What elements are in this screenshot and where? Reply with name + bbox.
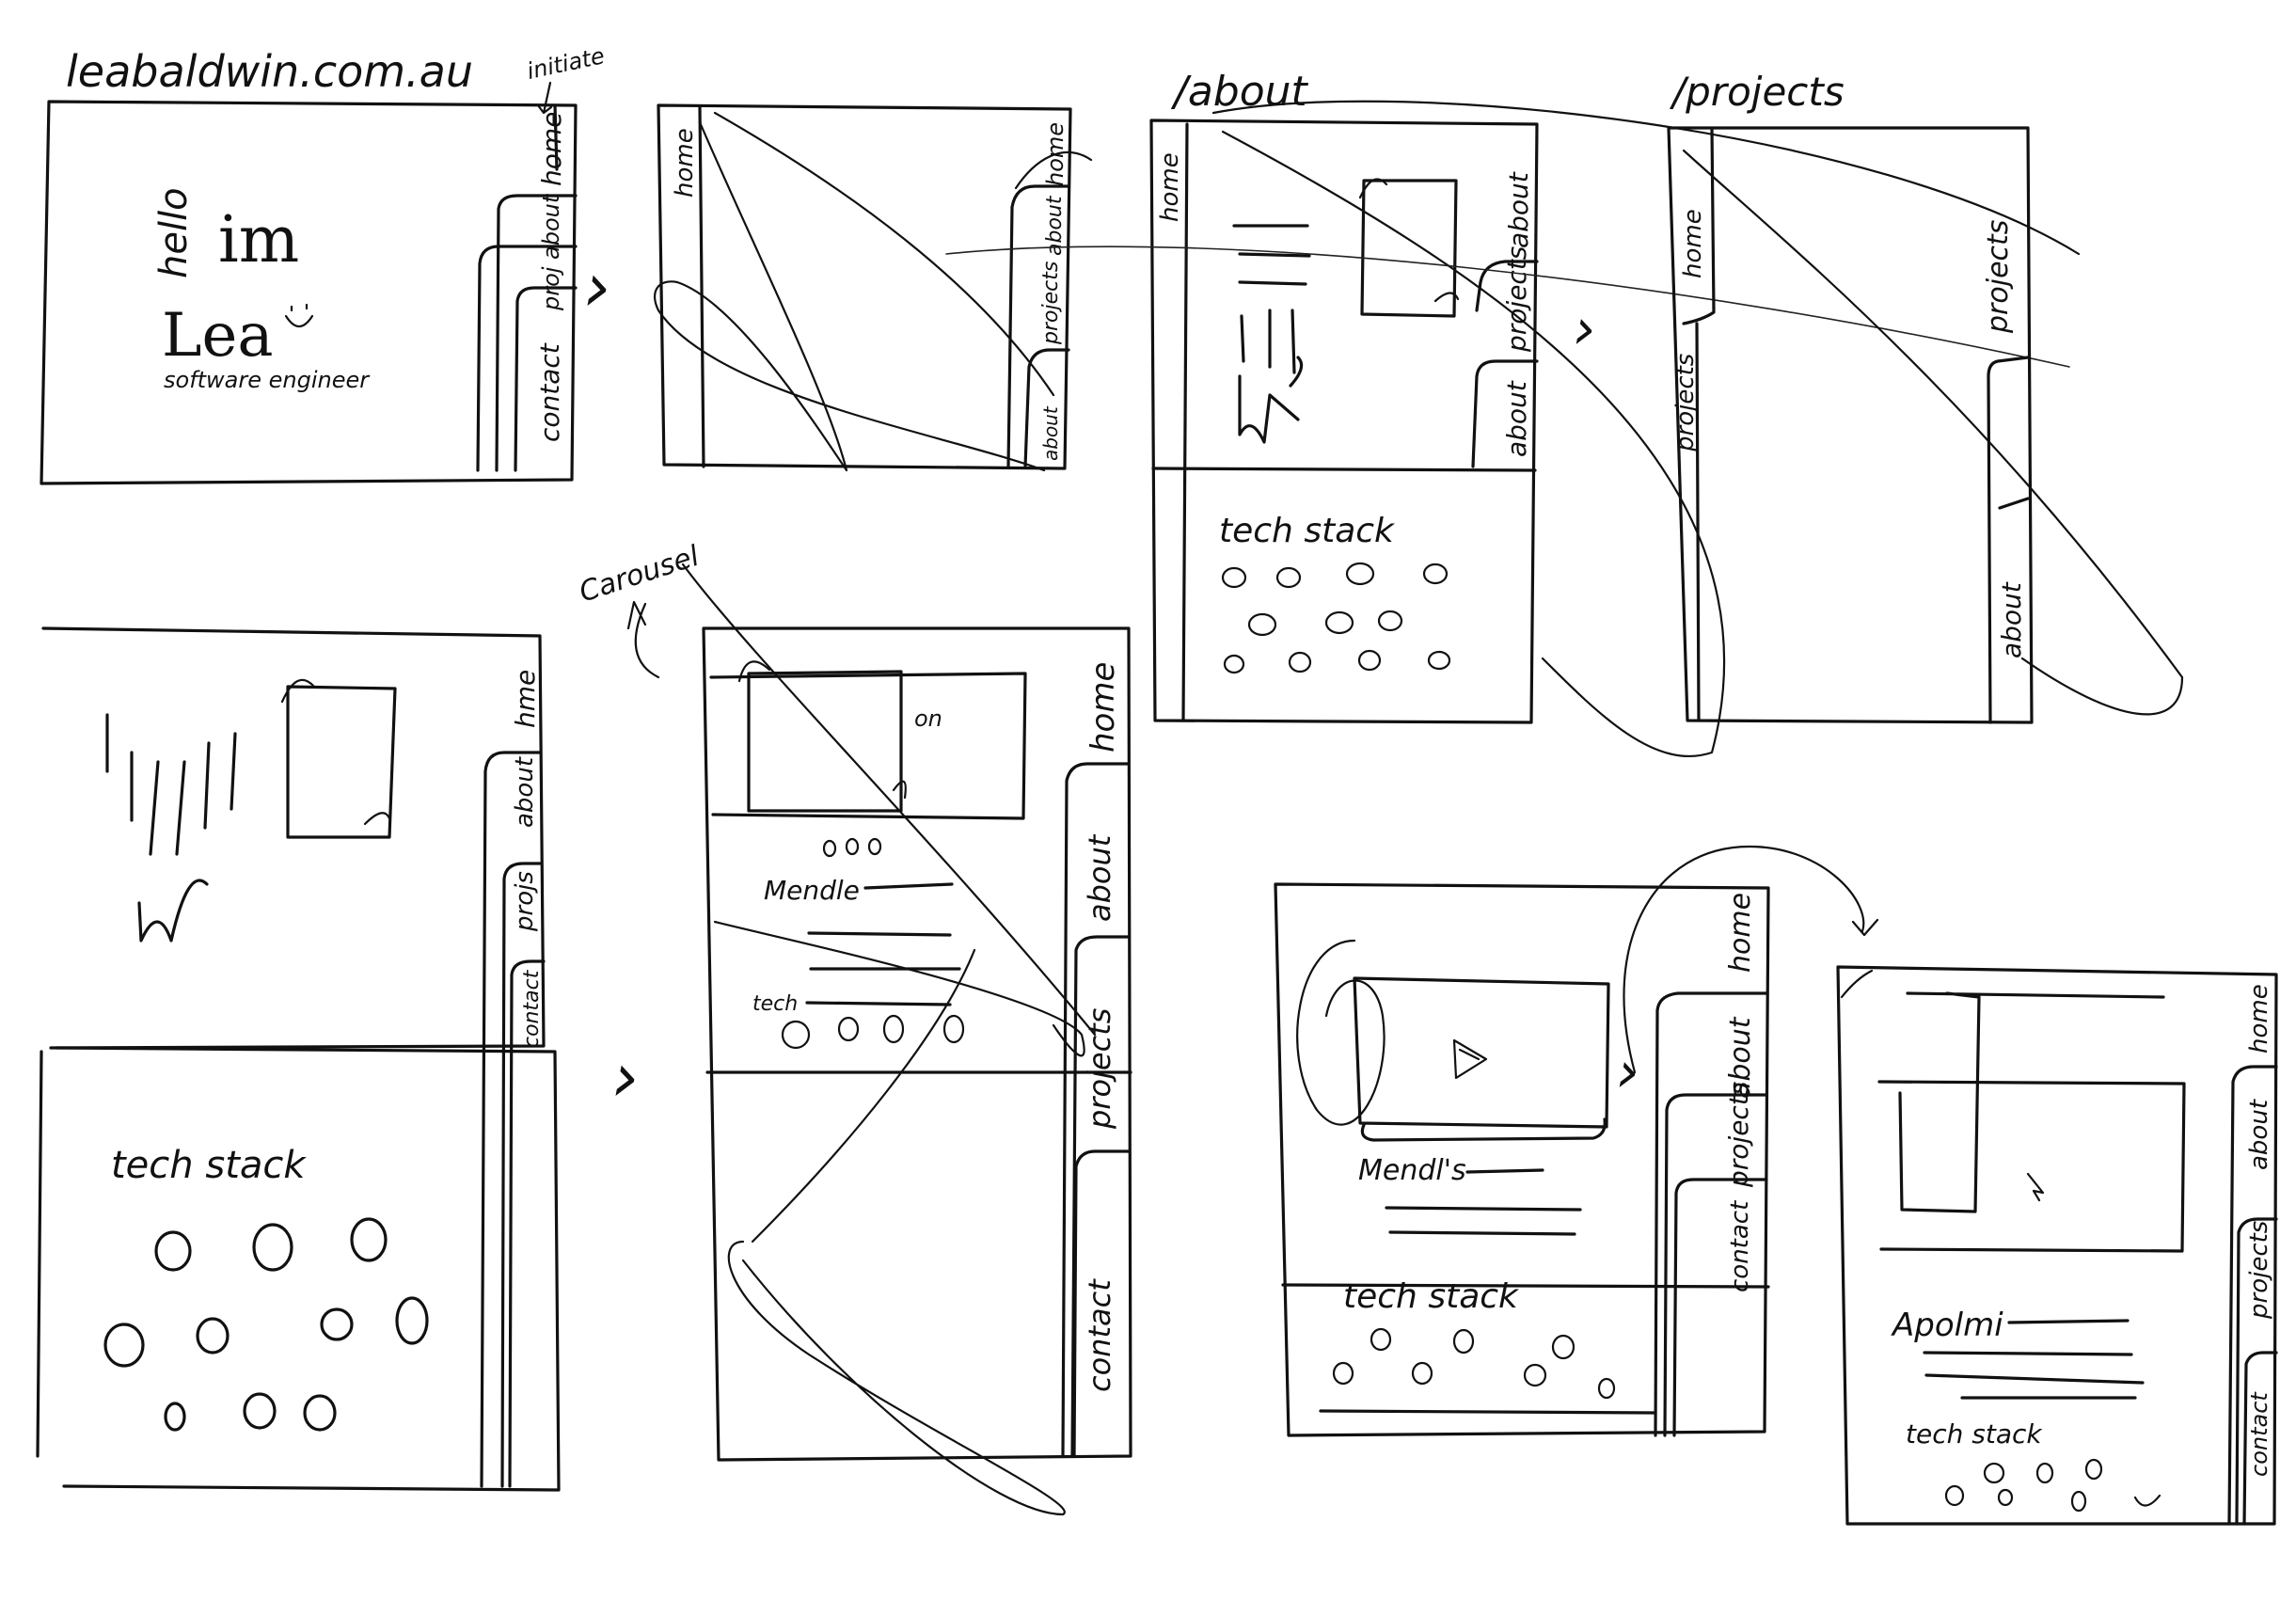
tech-stack-heading: tech stack [1219, 512, 1396, 550]
frame-video-project: Mendl's home about projects contact tech… [1275, 847, 1877, 1435]
tech-stack-heading: tech stack [1906, 1418, 2043, 1450]
tab-contact[interactable]: contact [1082, 1278, 1117, 1392]
tab-projects[interactable]: projects [1039, 261, 1063, 345]
projects-route-label: /projects [1669, 69, 1845, 115]
frame-projects: home projects projects about [1669, 128, 2182, 722]
initiate-label: initiate [525, 42, 608, 85]
tech-label: tech [752, 992, 798, 1016]
tech-stack-heading: tech stack [111, 1144, 307, 1187]
frame-landing: hello im Lea software engineer home abou… [41, 102, 576, 483]
tab-about[interactable]: about [1503, 171, 1534, 248]
tab-home[interactable]: hme [510, 670, 541, 728]
project-name: Mendl's [1358, 1154, 1466, 1187]
tab-about2[interactable]: about [1501, 380, 1532, 457]
role-text: software engineer [164, 367, 371, 393]
tab-contact[interactable]: contact [534, 342, 565, 442]
arrow-3: › [611, 1038, 639, 1117]
tab-contact[interactable]: contact [1726, 1200, 1754, 1292]
tab-projects2[interactable]: projects [1671, 354, 1700, 452]
tech-stack-heading: tech stack [1343, 1277, 1520, 1316]
tab-proj[interactable]: proj [538, 266, 564, 311]
project-name: Apolmi [1891, 1307, 2003, 1344]
tab-home[interactable]: home [1679, 209, 1707, 278]
im-text: im [218, 203, 299, 277]
tab-home[interactable]: home [2245, 984, 2273, 1054]
cursor-icon [2028, 1174, 2043, 1200]
arrow-4: › [1616, 1039, 1639, 1105]
tab-about[interactable]: about [538, 193, 564, 260]
carousel-label: Carousel [576, 539, 704, 609]
name-text: Lea [162, 301, 274, 371]
url-label: leabaldwin.com.au [66, 46, 473, 97]
tab-about[interactable]: about [511, 756, 539, 828]
tab-about[interactable]: about [1082, 833, 1117, 922]
hello-text: hello [152, 187, 196, 278]
tab-projects[interactable]: projs [511, 871, 539, 932]
tab-home[interactable]: home [536, 112, 567, 186]
tab-projects[interactable]: projects [1501, 246, 1532, 353]
tab-projects[interactable]: projects [1982, 220, 2015, 334]
tab-about[interactable]: about [2245, 1099, 2273, 1170]
tab-contact[interactable]: contact [2246, 1391, 2272, 1477]
on-label: on [914, 705, 942, 732]
tab-about[interactable]: about [1996, 581, 2027, 658]
tab-home[interactable]: home [1724, 893, 1757, 973]
tab-home[interactable]: home [1156, 152, 1184, 222]
tab-home[interactable]: home [1085, 662, 1122, 753]
arrow-1: › [583, 247, 610, 326]
frame-project-detail: Apolmi tech stack home about projects co… [1838, 967, 2276, 1524]
smiley-icon [286, 305, 312, 326]
tab-projects[interactable]: projects [2245, 1221, 2273, 1320]
project-name: Mendle [764, 875, 860, 906]
frame-about: home about projects about tech stack [946, 102, 2079, 756]
tab-home-left[interactable]: home [671, 128, 699, 198]
frame-carousel-projects: Carousel on Mendle tech home about proje… [576, 539, 1131, 1514]
tab-projects[interactable]: projects [1723, 1082, 1754, 1188]
tab-about2[interactable]: about [1039, 405, 1062, 461]
frame-transition: home home about projects about [655, 105, 1091, 470]
arrow-2: › [1573, 296, 1595, 362]
play-icon [1454, 1040, 1486, 1078]
tab-contact[interactable]: contact [520, 969, 544, 1048]
frame-scroll-about: hme about projs contact tech stack [38, 628, 559, 1490]
